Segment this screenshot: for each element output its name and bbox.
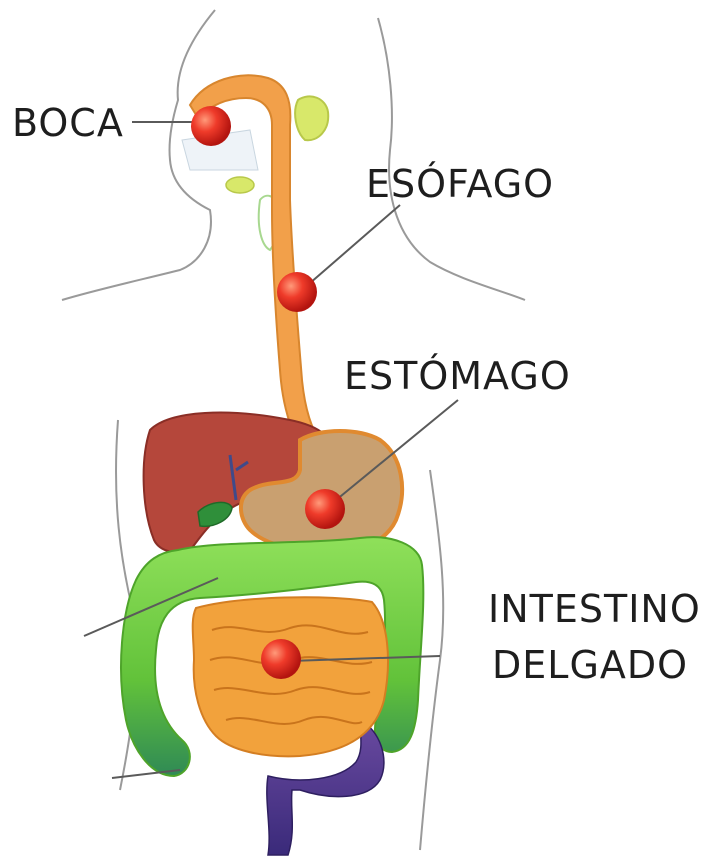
label-boca: BOCA [12,101,124,145]
leader-esofago [302,205,400,290]
marker-esofago [277,272,317,312]
label-estomago: ESTÓMAGO [344,354,571,398]
small-intestine [193,597,388,756]
marker-estomago [305,489,345,529]
label-intestino-delgado-line2: DELGADO [492,643,688,687]
marker-intestino-delgado [261,639,301,679]
marker-boca [191,106,231,146]
label-esofago: ESÓFAGO [366,162,554,206]
label-intestino-delgado-line1: INTESTINO [488,587,701,631]
